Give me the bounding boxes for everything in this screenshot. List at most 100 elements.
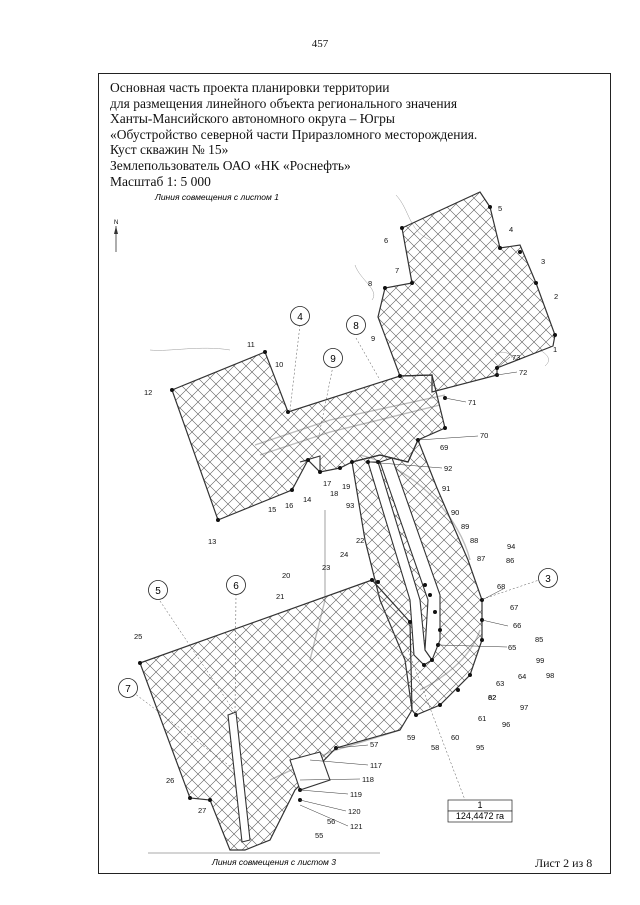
svg-text:10: 10 [275,360,283,369]
svg-text:14: 14 [303,495,311,504]
area-number: 1 [477,800,482,810]
svg-text:119: 119 [350,790,362,799]
match-line-top-label: Линия совмещения с листом 1 [154,192,279,202]
svg-text:4: 4 [297,312,303,323]
svg-text:88: 88 [470,536,478,545]
svg-text:20: 20 [282,571,290,580]
svg-text:11: 11 [247,340,255,349]
svg-text:7: 7 [395,266,399,275]
svg-text:8: 8 [353,321,359,332]
svg-text:99: 99 [536,656,544,665]
svg-text:56: 56 [327,817,335,826]
svg-text:3: 3 [541,257,545,266]
drawing-title-block: Основная часть проекта планировки террит… [110,80,477,189]
svg-text:59: 59 [407,733,415,742]
svg-text:4: 4 [509,225,513,234]
svg-text:2: 2 [554,292,558,301]
svg-text:94: 94 [507,542,515,551]
callout-6: 6 [226,575,246,595]
svg-text:6: 6 [233,581,239,592]
svg-text:3: 3 [545,574,551,585]
svg-text:118: 118 [362,775,374,784]
title-line-1: Основная часть проекта планировки террит… [110,80,390,95]
svg-text:91: 91 [442,484,450,493]
land-user-line: Землепользователь ОАО «НК «Роснефть» [110,157,351,173]
svg-text:N: N [114,220,118,226]
svg-text:23: 23 [322,563,330,572]
svg-text:27: 27 [198,806,206,815]
svg-text:16: 16 [285,501,293,510]
svg-text:85: 85 [535,635,543,644]
svg-text:58: 58 [431,743,439,752]
svg-text:1: 1 [553,345,557,354]
svg-text:7: 7 [125,684,131,695]
svg-text:15: 15 [268,505,276,514]
svg-text:117: 117 [370,761,382,770]
svg-text:9: 9 [330,354,336,365]
callout-4: 4 [290,306,310,326]
land-parcels [139,191,556,851]
svg-text:21: 21 [276,592,284,601]
svg-text:95: 95 [476,743,484,752]
svg-text:93: 93 [346,501,354,510]
scale-line: Масштаб 1: 5 000 [110,173,211,189]
svg-text:68: 68 [497,582,505,591]
svg-text:24: 24 [340,550,348,559]
svg-text:26: 26 [166,776,174,785]
svg-text:5: 5 [155,586,161,597]
north-arrow-icon: N [114,220,118,252]
match-line-bottom-label: Линия совмещения с листом 3 [211,857,336,867]
svg-text:19: 19 [342,482,350,491]
svg-text:98: 98 [546,671,554,680]
svg-text:70: 70 [480,431,488,440]
callout-9: 9 [323,348,343,368]
svg-text:82: 82 [488,693,496,702]
parcel-south [139,579,413,851]
area-value: 124,4472 га [456,811,504,821]
boundary-vertices [138,205,557,802]
callout-5: 5 [148,580,168,600]
svg-text:72: 72 [519,368,527,377]
svg-text:6: 6 [384,236,388,245]
title-line-2: для размещения линейного объекта региона… [110,95,458,111]
svg-text:66: 66 [513,621,521,630]
svg-text:97: 97 [520,703,528,712]
svg-text:86: 86 [506,556,514,565]
callout-circles: 4 8 9 5 6 7 3 [118,306,558,698]
svg-text:121: 121 [350,822,363,831]
callout-7: 7 [118,678,138,698]
svg-text:61: 61 [478,714,486,723]
svg-text:13: 13 [208,537,216,546]
sheet-label: Лист 2 из 8 [535,856,593,870]
drawing-frame [98,73,611,874]
svg-text:71: 71 [468,398,476,407]
svg-text:9: 9 [371,334,375,343]
svg-text:25: 25 [134,632,142,641]
label-leaders [299,356,518,827]
svg-text:5: 5 [498,204,502,213]
title-line-4: «Обустройство северной части Приразломно… [110,126,478,142]
svg-text:12: 12 [144,388,152,397]
svg-text:120: 120 [348,807,361,816]
page-number: 457 [311,38,329,50]
svg-text:87: 87 [477,554,485,563]
title-line-3: Ханты-Мансийского автономного округа – Ю… [110,111,395,127]
area-box: 1 124,4472 га [447,799,513,823]
point-labels: 1 2 3 4 5 6 7 8 9 10 11 12 13 14 15 16 1… [134,204,558,840]
callout-8: 8 [346,315,366,335]
callout-3: 3 [538,568,558,588]
title-line-5: Куст скважин № 15» [110,142,229,158]
svg-text:92: 92 [444,464,452,473]
svg-text:96: 96 [502,720,510,729]
svg-text:64: 64 [518,672,526,681]
svg-text:22: 22 [356,536,364,545]
svg-text:67: 67 [510,603,518,612]
svg-text:60: 60 [451,733,459,742]
svg-text:17: 17 [323,479,331,488]
svg-text:8: 8 [368,279,372,288]
svg-text:57: 57 [370,740,378,749]
svg-text:69: 69 [440,443,448,452]
svg-text:62: 62 [488,693,496,702]
svg-text:89: 89 [461,522,469,531]
